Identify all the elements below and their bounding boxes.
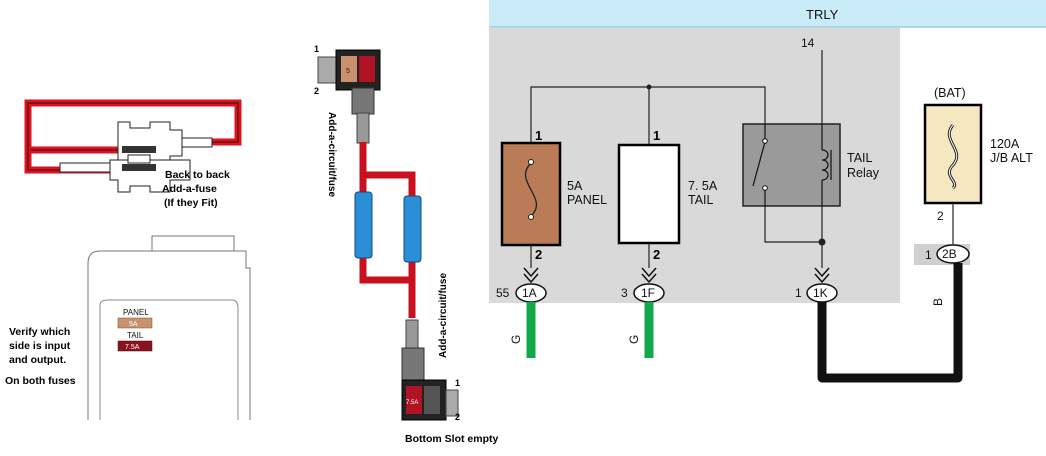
connector-1a-label: 1A — [522, 286, 537, 300]
bat-fuse-element-highlight — [948, 124, 958, 189]
connector-1k-pin: 1 — [795, 286, 802, 300]
bottom-tap-fuse-value: 7.5A — [406, 400, 418, 406]
chevron-1f-top — [641, 267, 657, 278]
trly-header-bar — [489, 0, 1046, 27]
tail-fuse-7-5a — [617, 143, 681, 245]
fuse-box-tail-label: TAIL — [127, 331, 144, 340]
fuse-box-panel-value: 5A — [129, 321, 138, 328]
blue-butt-connector-right — [403, 195, 422, 263]
chevron-1a-bottom — [523, 273, 539, 284]
back-to-back-illustration — [24, 99, 242, 193]
panel-fuse-terminal-top — [528, 159, 534, 165]
adapter-fuse-center — [127, 154, 151, 164]
top-tap-fuse-red — [359, 56, 375, 82]
bat-wire-color: B — [931, 298, 945, 306]
relay-switch-return — [764, 206, 822, 243]
connector-1f-pin: 3 — [621, 286, 628, 300]
top-adapter-lead — [181, 137, 213, 148]
chevron-1k-top — [814, 267, 830, 278]
add-circuit-label-top: Add-a-circuit/fuse — [326, 112, 337, 197]
top-tap-fuse-5a — [341, 56, 357, 82]
black-wire-1k-to-2b — [817, 263, 963, 383]
top-tap-boot — [351, 87, 375, 115]
chevron-1k-bottom — [814, 273, 830, 284]
panel-fuse-pin-bottom: 2 — [535, 247, 542, 262]
tail-fuse-pin-top: 1 — [653, 128, 660, 143]
bottom-slot-note: Bottom Slot empty — [405, 433, 498, 445]
chevron-1f-bottom — [641, 273, 657, 284]
bottom-tap-boot — [401, 347, 425, 381]
fuse-box-panel-label: PANEL — [123, 308, 149, 317]
fuse-box-inner-outline — [99, 299, 239, 420]
relay-name-line-1: TAIL — [847, 151, 873, 165]
fuse-box-panel-fuse — [117, 317, 153, 329]
bottom-tap-fuse-red — [406, 386, 422, 414]
adapter-fuse-blade-bottom — [122, 164, 156, 171]
fuse-box-tail-value: 7.5A — [125, 344, 140, 351]
bottom-tap-pin-2: 2 — [455, 412, 460, 422]
bus-junction-dot-1 — [646, 84, 652, 90]
bat-label: (BAT) — [934, 86, 966, 100]
tail-relay-body — [742, 123, 841, 207]
panel-fuse-pin-top: 1 — [535, 128, 542, 143]
panel-fuse-value: 5A — [567, 179, 583, 193]
panel-fuse-terminal-bottom — [528, 214, 534, 220]
bottom-tap-pin-1: 1 — [455, 378, 460, 388]
back-to-back-line-1: Back to back — [165, 169, 230, 181]
fuse-box-outline — [87, 250, 251, 420]
both-fuses-note: On both fuses — [5, 375, 76, 387]
verify-line-2: side is input — [9, 340, 71, 352]
bottom-adapter-lead — [59, 162, 111, 173]
wire-1a-color: G — [509, 335, 523, 344]
connector-2b-label: 2B — [942, 247, 957, 261]
relay-contact-bottom — [762, 185, 768, 191]
top-tap-fuse-value: 5 — [346, 68, 350, 75]
adapter-fuse-blade-top — [122, 146, 156, 153]
wire-1f-color: G — [627, 335, 641, 344]
connector-1a-pin: 55 — [496, 286, 510, 300]
fuse-box-illustration: PANEL 5A TAIL 7.5A — [87, 235, 251, 420]
top-tap-lead — [356, 112, 370, 144]
top-tap-blades — [317, 56, 337, 84]
verify-line-1: Verify which — [9, 326, 70, 338]
bottom-tap-lead — [405, 319, 419, 351]
panel-fuse-element-symbol — [524, 162, 538, 217]
fuse-box-top-tab — [151, 235, 235, 251]
panel-fuse-5a — [500, 141, 562, 247]
tail-fuse-value: 7. 5A — [688, 179, 718, 193]
bat-fuse-name: J/B ALT — [990, 151, 1033, 165]
trly-header-label: TRLY — [806, 7, 839, 22]
relay-junction-dot — [818, 238, 826, 246]
verify-line-3: and output. — [9, 354, 66, 366]
trly-pin-number: 14 — [801, 36, 815, 50]
panel-fuse-name: PANEL — [567, 193, 607, 207]
blue-butt-connector-left — [354, 191, 373, 259]
back-to-back-line-2: Add-a-fuse — [162, 183, 217, 195]
top-tap-pin-1: 1 — [314, 44, 319, 54]
tail-fuse-name: TAIL — [688, 193, 714, 207]
tail-fuse-pin-bottom: 2 — [653, 247, 660, 262]
connector-1k-label: 1K — [813, 286, 828, 300]
top-tap-pin-2: 2 — [314, 86, 319, 96]
bat-pin-number: 2 — [937, 209, 944, 223]
bat-fuse-value: 120A — [990, 137, 1020, 151]
red-loop-wire-outline — [27, 102, 239, 151]
relay-coil-symbol — [821, 124, 832, 206]
chevron-1a-top — [523, 267, 539, 278]
connector-chevrons — [523, 267, 830, 284]
add-circuit-label-bottom: Add-a-circuit/fuse — [438, 273, 449, 358]
connector-2b — [936, 244, 970, 264]
bottom-tap-slot-empty — [424, 386, 440, 414]
bat-fuse-120a — [923, 103, 983, 205]
fuse-box-tail-fuse — [117, 340, 153, 352]
relay-name-line-2: Relay — [847, 166, 880, 180]
connector-1f-label: 1F — [641, 286, 655, 300]
back-to-back-line-3: (If they Fit) — [164, 197, 218, 209]
bat-connector-pin: 1 — [925, 248, 932, 262]
bottom-tap-blades — [445, 389, 459, 417]
relay-switch-symbol — [752, 124, 766, 206]
relay-contact-top — [762, 138, 768, 144]
add-a-circuit-illustration: 5 1 2 7.5A 1 2 — [314, 44, 460, 422]
